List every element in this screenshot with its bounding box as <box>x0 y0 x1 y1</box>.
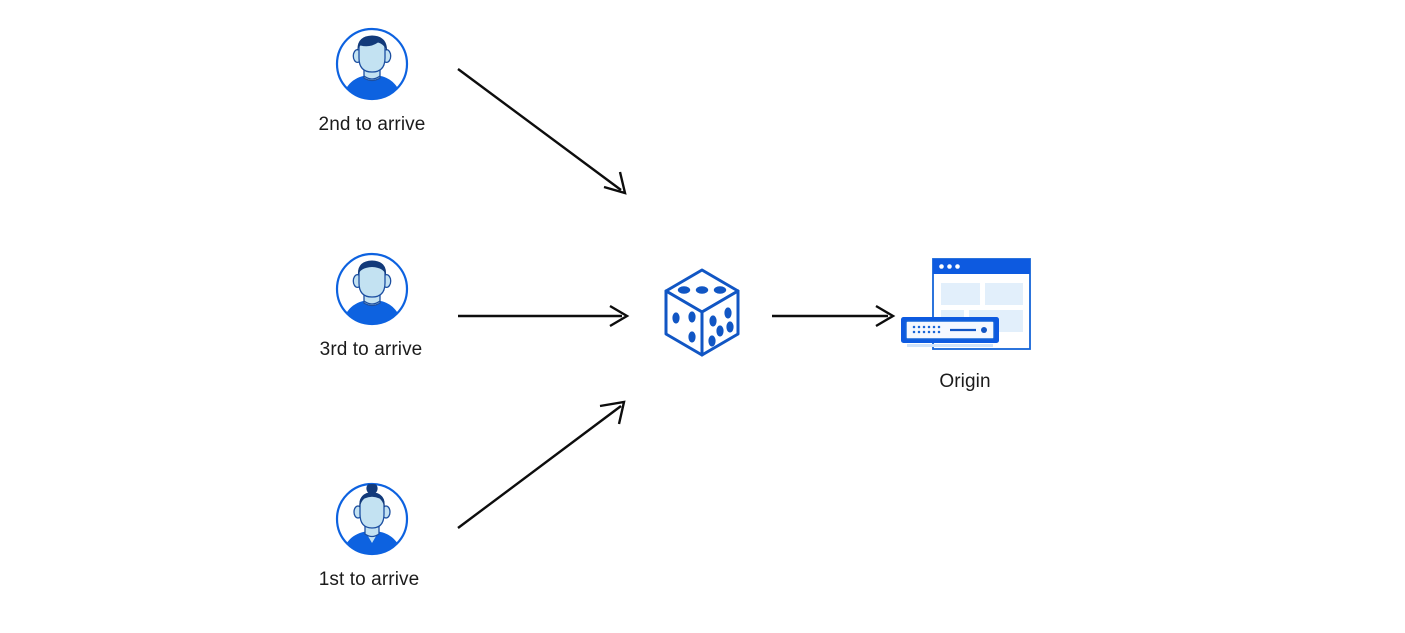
origin-server-browser-icon <box>893 255 1038 360</box>
client-label-3rd: 3rd to arrive <box>319 339 423 360</box>
user-avatar-female-icon <box>334 481 410 557</box>
dice-icon <box>660 265 744 361</box>
user-avatar-male-icon <box>334 251 410 327</box>
origin-node[interactable]: Origin <box>893 255 1038 392</box>
randomizer-node[interactable] <box>660 265 744 361</box>
arrow-3rd-to-dice <box>458 304 630 328</box>
arrow-1st-to-dice <box>457 400 626 529</box>
client-label-1st: 1st to arrive <box>318 569 420 590</box>
user-avatar-male-icon <box>334 26 410 102</box>
origin-label: Origin <box>939 371 991 392</box>
client-label-2nd: 2nd to arrive <box>318 114 426 135</box>
arrow-dice-to-origin <box>772 304 896 328</box>
